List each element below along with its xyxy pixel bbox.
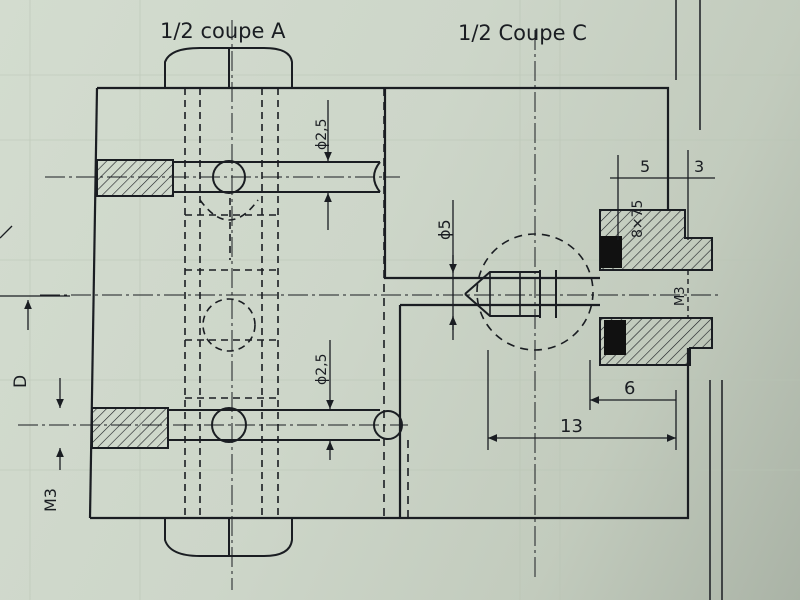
- hex-nut-top: [164, 47, 293, 88]
- sheet-frame: [675, 0, 723, 600]
- title-half-section-a: 1/2 coupe A: [160, 19, 286, 43]
- title-half-section-c: 1/2 Coupe C: [458, 21, 587, 45]
- dim-thread-8x75: 8×75: [630, 200, 646, 238]
- dim-m3-left: M3: [41, 488, 60, 512]
- dim-13: 13: [560, 416, 583, 437]
- dimension-lines: [0, 100, 715, 470]
- hatched-insert-bottom: [91, 407, 169, 449]
- dim-m3-right: M3: [673, 287, 688, 307]
- hex-nut-bottom: [164, 518, 293, 557]
- body-outline: [88, 86, 690, 520]
- dim-6: 6: [624, 378, 635, 399]
- hidden-lines-middle: [383, 88, 409, 518]
- right-assembly: [464, 209, 713, 366]
- dim-3: 3: [694, 157, 704, 176]
- dim-diameter-5: ϕ5: [435, 219, 454, 240]
- hidden-circle-right: [476, 233, 594, 351]
- label-d: D: [11, 375, 31, 388]
- hidden-lines-left: [184, 88, 279, 518]
- dim-diameter-2-5-top: ϕ2,5: [314, 119, 330, 151]
- dim-5: 5: [640, 157, 650, 176]
- dim-diameter-2-5-bottom: ϕ2,5: [314, 354, 330, 386]
- hatched-insert-top: [96, 159, 174, 197]
- centerlines: [18, 20, 720, 590]
